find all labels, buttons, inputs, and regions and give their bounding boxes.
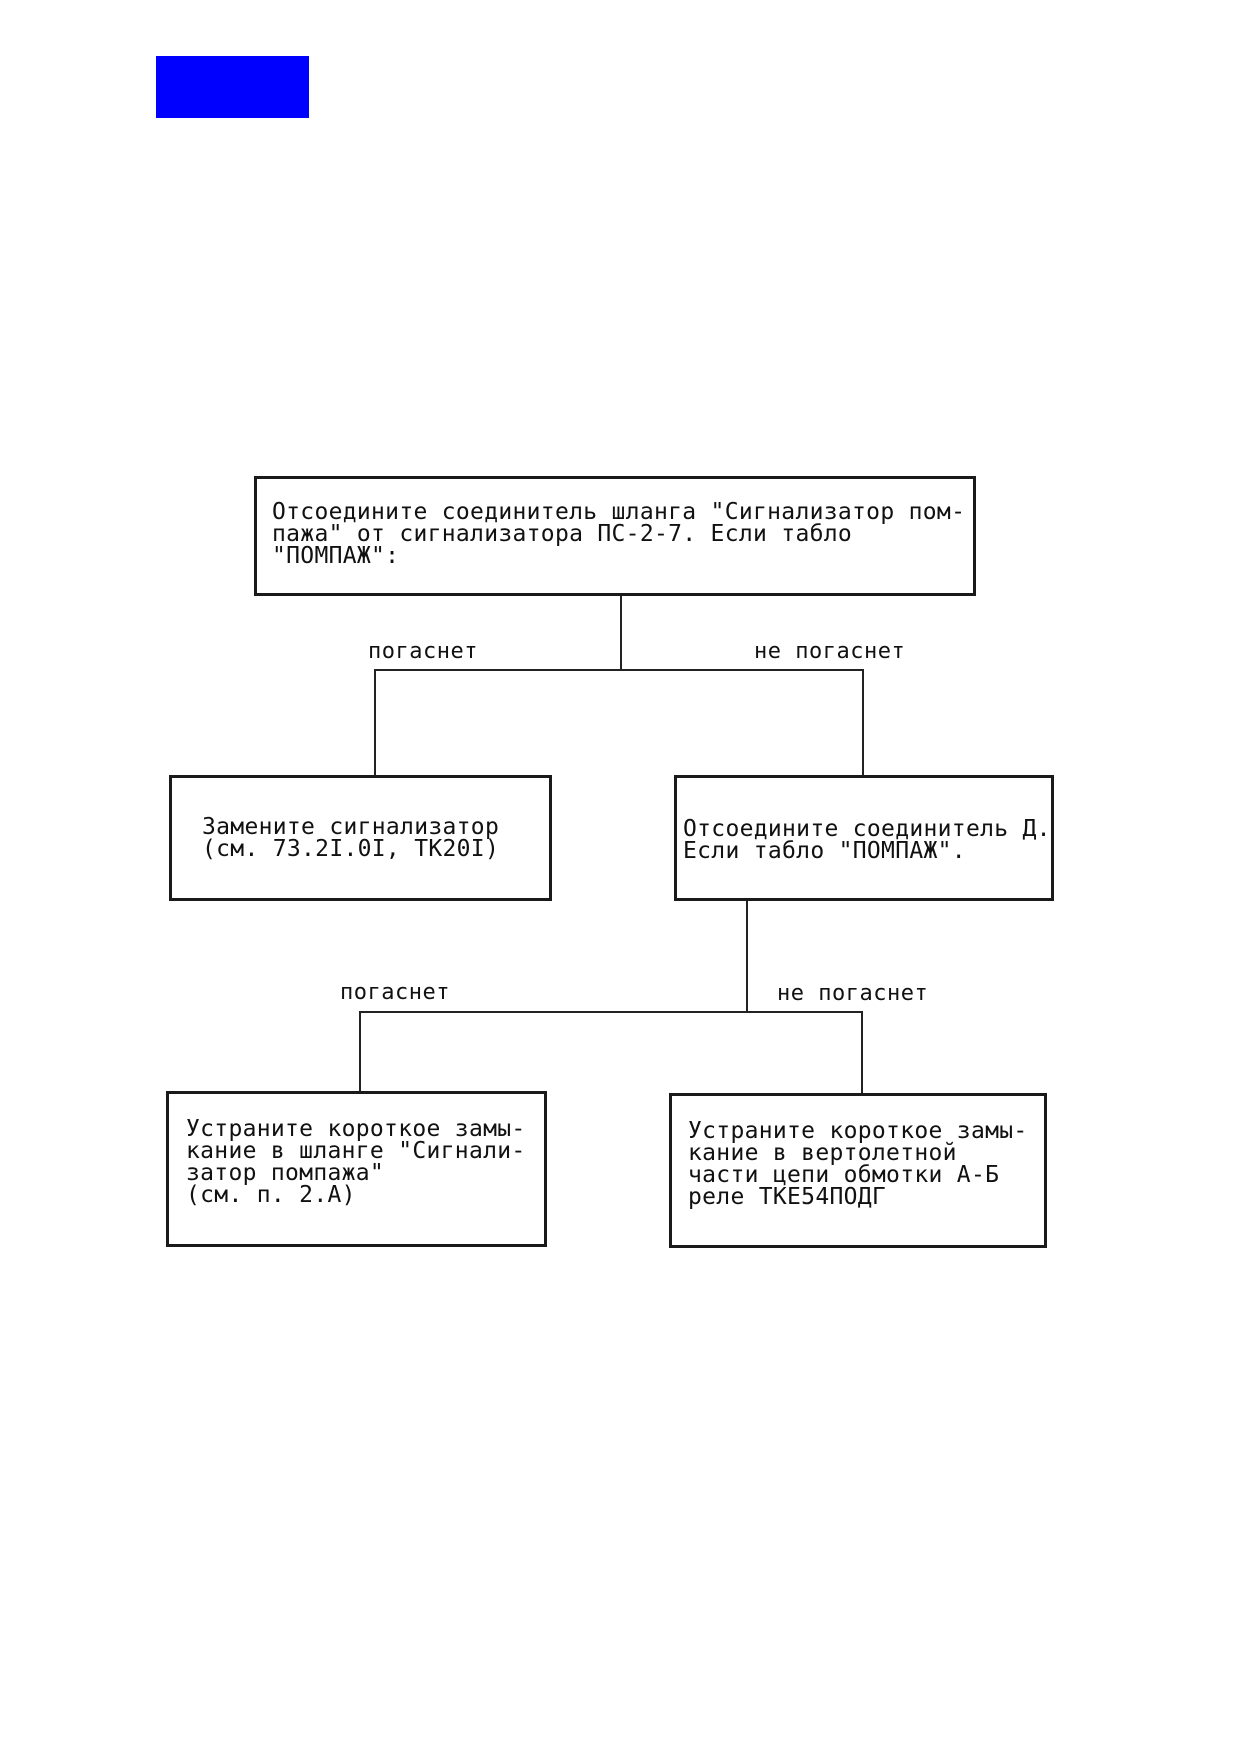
- connector-disconnect-down: [746, 899, 748, 1012]
- replace-indicator-text: Замените сигнализатор (см. 73.2I.0I, ТК2…: [202, 814, 500, 862]
- connector-start-down: [620, 596, 622, 670]
- replace-indicator-box: Замените сигнализатор (см. 73.2I.0I, ТК2…: [169, 775, 552, 901]
- branch2-left-label: погаснет: [340, 980, 450, 1005]
- branch2-right-label: не погаснет: [777, 981, 929, 1006]
- disconnect-connector-box: Отсоедините соединитель Д. Если табло "П…: [674, 775, 1054, 901]
- hose-short-circuit-box: Устраните короткое замы- кание в шланге …: [166, 1091, 547, 1247]
- branch1-right-label: не погаснет: [754, 639, 906, 664]
- connector-branch1-right-down: [862, 669, 864, 776]
- connector-branch1-left-down: [374, 669, 376, 776]
- start-step-text: Отсоедините соединитель шланга "Сигнализ…: [272, 499, 966, 569]
- circuit-short-circuit-text: Устраните короткое замы- кание в вертоле…: [688, 1118, 1028, 1210]
- blue-marker: [156, 56, 309, 118]
- circuit-short-circuit-box: Устраните короткое замы- кание в вертоле…: [669, 1093, 1047, 1248]
- hose-short-circuit-text: Устраните короткое замы- кание в шланге …: [186, 1116, 526, 1208]
- start-step-box: Отсоедините соединитель шланга "Сигнализ…: [254, 476, 976, 596]
- branch1-left-label: погаснет: [368, 639, 478, 664]
- connector-branch2-right-down: [861, 1011, 863, 1094]
- connector-branch1-horizontal: [374, 669, 864, 671]
- connector-branch2-left-down: [359, 1011, 361, 1092]
- disconnect-connector-text: Отсоедините соединитель Д. Если табло "П…: [683, 816, 1051, 864]
- connector-branch2-horizontal: [359, 1011, 863, 1013]
